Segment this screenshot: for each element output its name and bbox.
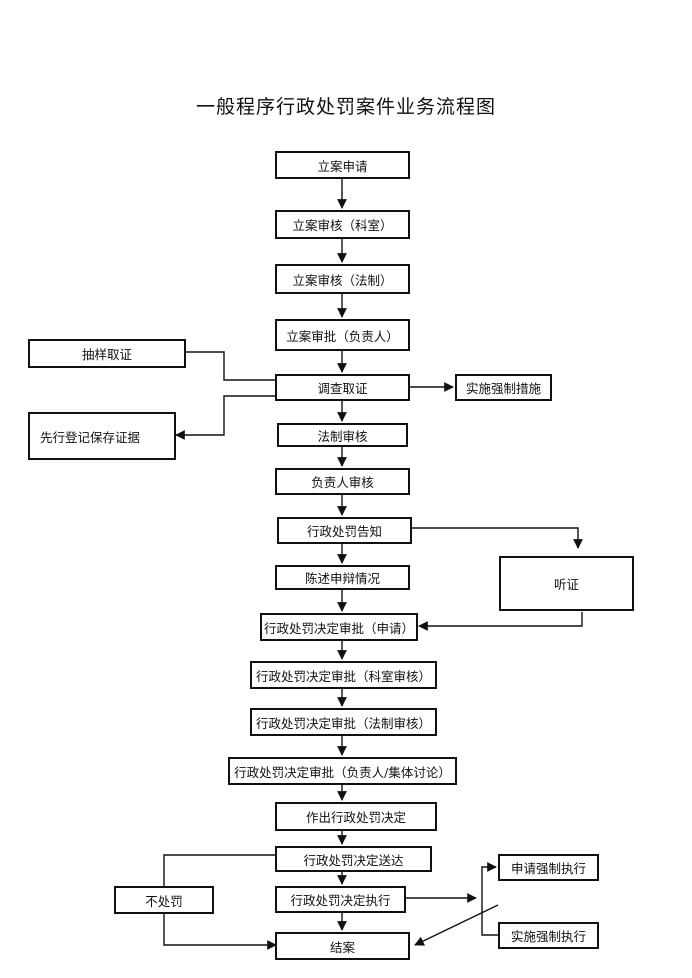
arrow-investigation-to-preserve [175, 395, 276, 440]
line-delivery-to-nopenalty [163, 854, 276, 886]
node-preserve-evidence: 先行登记保存证据 [28, 412, 176, 460]
node-statement-defense: 陈述申辩情况 [275, 565, 410, 590]
arrow-nopenalty-to-close [163, 914, 277, 950]
node-decision-approval-dept: 行政处罚决定审批（科室审核） [250, 661, 437, 689]
node-apply-enforcement: 申请强制执行 [498, 854, 599, 881]
node-head-review: 负责人审核 [275, 468, 410, 495]
node-decision-approval-head-collective: 行政处罚决定审批（负责人/集体讨论） [228, 757, 457, 785]
node-no-penalty: 不处罚 [114, 886, 214, 914]
node-sampling-evidence: 抽样取证 [28, 339, 186, 368]
node-legal-review: 法制审核 [277, 423, 408, 447]
node-make-decision: 作出行政处罚决定 [275, 802, 437, 831]
node-investigation: 调查取证 [275, 374, 410, 401]
node-decision-approval-legal: 行政处罚决定审批（法制审核） [250, 708, 437, 736]
node-hearing: 听证 [499, 556, 634, 611]
arrow-hearing-to-approval [418, 612, 583, 631]
node-case-review-dept: 立案审核（科室） [275, 210, 410, 239]
node-decision-delivery: 行政处罚决定送达 [275, 846, 432, 872]
node-decision-execution: 行政处罚决定执行 [275, 886, 406, 913]
line-sample-to-investigation [186, 351, 276, 381]
node-case-application: 立案申请 [275, 151, 410, 179]
line-branch-to-implement [481, 898, 498, 936]
node-decision-approval-apply: 行政处罚决定审批（申请） [260, 613, 418, 641]
arrow-branch-to-apply [481, 862, 497, 898]
arrow-implement-to-close [414, 904, 499, 946]
node-implement-enforcement: 实施强制执行 [498, 922, 599, 949]
node-case-review-legal: 立案审核（法制） [275, 264, 410, 294]
node-enforcement-measure: 实施强制措施 [455, 374, 552, 401]
node-penalty-notice: 行政处罚告知 [277, 517, 412, 544]
node-case-close: 结案 [275, 932, 410, 960]
arrow-notice-to-hearing [412, 527, 583, 549]
page-title: 一般程序行政处罚案件业务流程图 [195, 96, 496, 118]
node-case-approval-head: 立案审批（负责人） [275, 319, 410, 351]
